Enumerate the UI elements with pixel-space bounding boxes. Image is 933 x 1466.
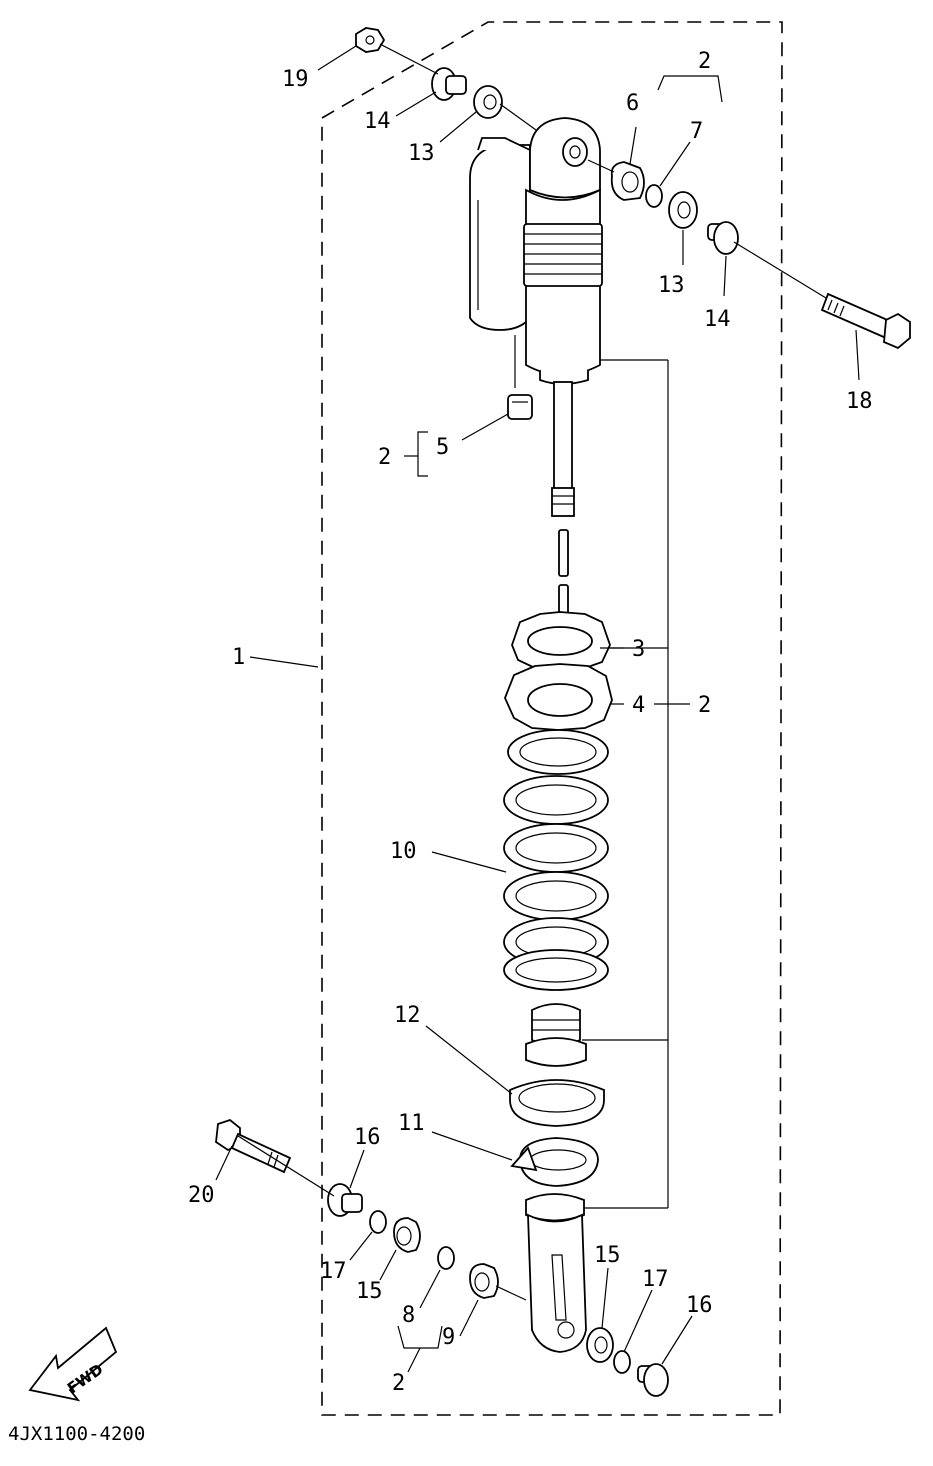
- callout-2-bottom: 2: [392, 1371, 405, 1396]
- callout-5: 5: [436, 435, 449, 460]
- callout-8: 8: [402, 1303, 415, 1328]
- bump-stop: [525, 1003, 587, 1067]
- circlip-8: [437, 1246, 455, 1270]
- callout-13-right: 13: [658, 273, 685, 298]
- collar-14-lower: [707, 221, 739, 255]
- nut-19: [355, 27, 386, 53]
- callout-2-top: 2: [698, 49, 711, 74]
- callout-14-left: 14: [364, 109, 391, 134]
- bushing-13-lower: [668, 191, 698, 229]
- bearing-9: [469, 1263, 499, 1299]
- collar-16-left: [327, 1183, 363, 1217]
- callout-labels: 19 14 13 2 6 7 13 14 18 2 5 1 3 4 2 10 1…: [188, 49, 873, 1396]
- callout-11: 11: [398, 1111, 425, 1136]
- circlip-17-right: [613, 1350, 631, 1374]
- callout-9: 9: [442, 1325, 455, 1350]
- callout-20: 20: [188, 1183, 215, 1208]
- adjuster-ring-4: [504, 663, 613, 731]
- callout-19: 19: [282, 67, 309, 92]
- callout-17-left: 17: [320, 1259, 347, 1284]
- callout-4: 4: [632, 693, 645, 718]
- spring-guide-12: [509, 1079, 605, 1127]
- callout-18: 18: [846, 389, 873, 414]
- circlip-17-left: [369, 1210, 387, 1234]
- collar-14-upper: [431, 67, 467, 101]
- callout-leaders: [215, 45, 860, 1365]
- locknut-3: [511, 611, 611, 671]
- callout-6: 6: [626, 91, 639, 116]
- bearing-6: [610, 161, 645, 201]
- callout-17-right: 17: [642, 1267, 669, 1292]
- bushing-15-left: [393, 1217, 421, 1253]
- group-brackets: [397, 75, 723, 1373]
- bushing-15-right: [586, 1327, 614, 1363]
- assembly-boundary: [321, 21, 783, 1416]
- callout-15-right: 15: [594, 1243, 621, 1268]
- lower-clevis: [525, 1193, 587, 1353]
- circlip-7: [645, 184, 663, 208]
- assembly-lines: [237, 43, 827, 1301]
- bolt-20: [215, 1118, 292, 1174]
- bolt-18: [820, 292, 911, 350]
- coil-spring: [503, 729, 609, 991]
- callout-16-right: 16: [686, 1293, 713, 1318]
- callout-2-mid: 2: [698, 693, 711, 718]
- collar-16-right: [637, 1363, 669, 1397]
- bushing-13-upper: [473, 85, 503, 119]
- callout-1: 1: [232, 645, 245, 670]
- callout-10: 10: [390, 839, 417, 864]
- part-code: 4JX1100-4200: [8, 1423, 145, 1445]
- callout-16-left: 16: [354, 1125, 381, 1150]
- callout-3: 3: [632, 637, 645, 662]
- callout-15-left: 15: [356, 1279, 383, 1304]
- callout-13-left: 13: [408, 141, 435, 166]
- callout-12: 12: [394, 1003, 421, 1028]
- spring-stopper-11: [510, 1137, 599, 1187]
- forward-direction-arrow: FWD: [28, 1326, 118, 1402]
- callout-2-side: 2: [378, 445, 391, 470]
- callout-14-right: 14: [704, 307, 731, 332]
- shock-absorber-body: [469, 117, 603, 517]
- callout-7: 7: [690, 119, 703, 144]
